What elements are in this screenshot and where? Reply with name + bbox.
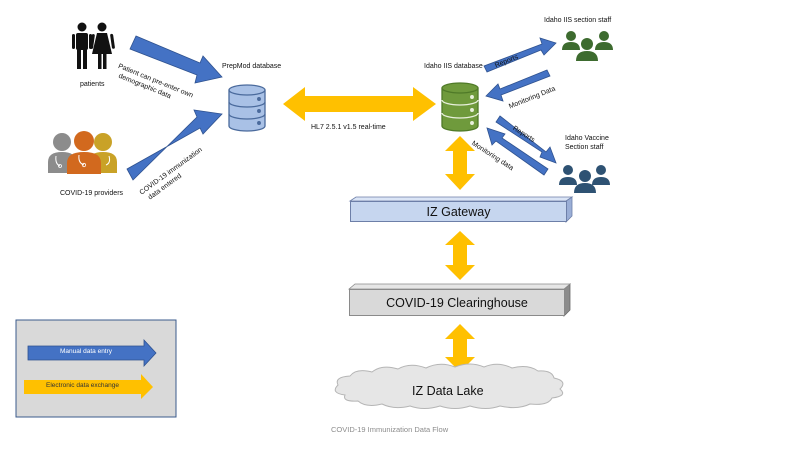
gateway-clearinghouse-double-arrow <box>445 231 475 280</box>
iis-staff-group-icon <box>562 31 613 61</box>
patients-label: patients <box>80 81 105 88</box>
hl7-double-arrow <box>283 87 436 121</box>
iis-gateway-double-arrow <box>445 136 475 190</box>
prepmod-database-icon <box>228 84 266 132</box>
iis-database-icon <box>441 82 479 132</box>
patients-icon <box>72 22 115 69</box>
clearinghouse-label: COVID-19 Clearinghouse <box>386 295 528 310</box>
diagram-caption: COVID-19 Immunization Data Flow <box>331 425 449 434</box>
patients-to-prepmod-arrow <box>129 35 223 84</box>
clearinghouse-box: COVID-19 Clearinghouse <box>349 289 565 316</box>
iis-staff-label: Idaho IIS section staff <box>544 17 612 24</box>
hl7-label: HL7 2.5.1 v1.5 real-time <box>311 124 386 131</box>
iz-data-lake-cloud <box>334 363 564 409</box>
providers-to-prepmod-arrow <box>126 109 223 181</box>
legend-box <box>15 319 177 418</box>
idaho-iis-label: Idaho IIS database <box>424 63 483 70</box>
clearinghouse-lake-double-arrow <box>445 324 475 372</box>
legend-electronic-label: Electronic data exchange <box>46 382 119 389</box>
legend-manual-label: Manual data entry <box>60 348 113 355</box>
reports-to-iis-staff-arrow <box>483 37 557 73</box>
providers-icon <box>48 131 117 174</box>
vaccine-staff-label-line2: Section staff <box>565 144 604 151</box>
legend-manual-arrow <box>27 338 157 368</box>
monitoring-to-iis-bottom-arrow <box>486 127 549 176</box>
reports-to-vaccine-staff-arrow <box>495 115 557 164</box>
providers-label: COVID-19 providers <box>60 190 124 197</box>
data-lake-label: IZ Data Lake <box>412 384 484 398</box>
prepmod-label: PrepMod database <box>222 63 282 70</box>
iz-gateway-label: IZ Gateway <box>426 204 491 219</box>
vaccine-staff-group-icon <box>559 165 610 193</box>
legend-electronic-arrow <box>24 374 153 399</box>
iz-gateway-box: IZ Gateway <box>350 201 567 222</box>
monitoring-to-iis-arrow <box>485 69 551 102</box>
vaccine-staff-label-line1: Idaho Vaccine <box>565 135 609 142</box>
